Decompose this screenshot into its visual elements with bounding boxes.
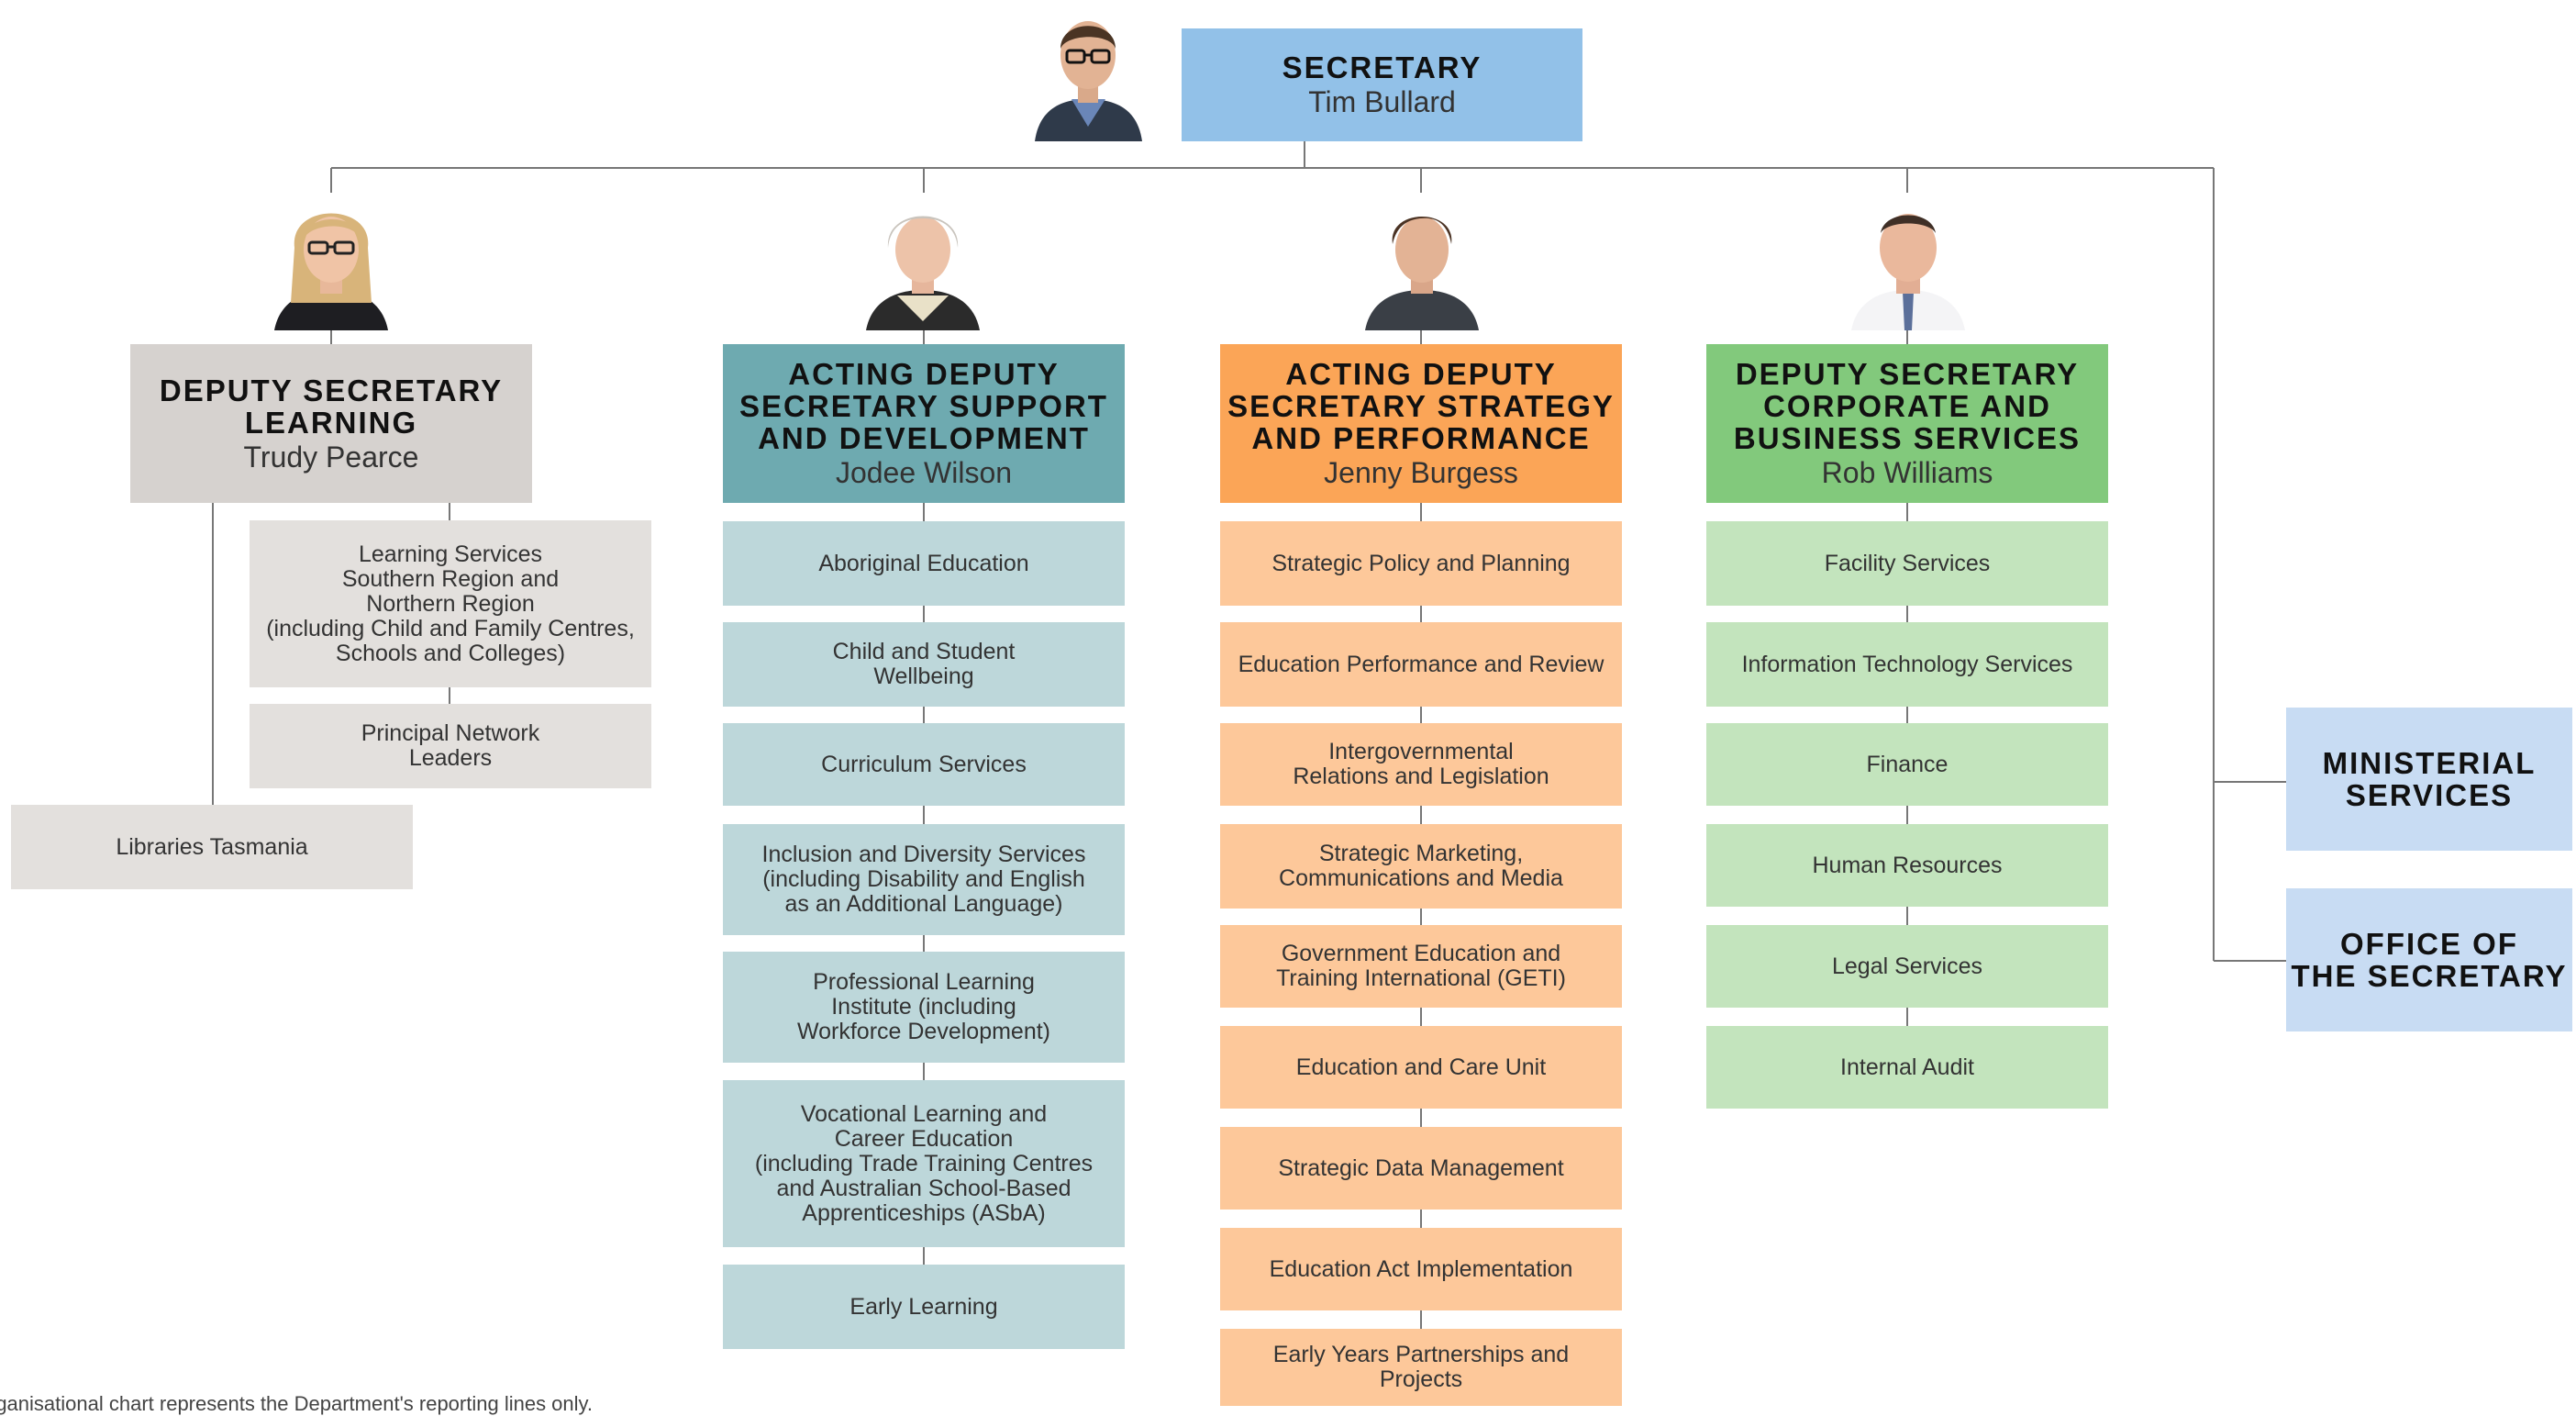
unit-label: Early Learning: [849, 1293, 998, 1320]
support-unit-box: Early Learning: [723, 1265, 1125, 1349]
strategy-unit-box: Education Act Implementation: [1220, 1228, 1622, 1310]
unit-label: Aboriginal Education: [818, 550, 1029, 576]
secretary-name: Tim Bullard: [1308, 85, 1456, 118]
unit-label: Facility Services: [1824, 550, 1991, 576]
office-of-the-secretary-box: OFFICE OF THE SECRETARY: [2286, 888, 2572, 1031]
deputy-strategy-photo: [1360, 193, 1484, 330]
unit-label: Education Act Implementation: [1269, 1255, 1573, 1282]
strategy-unit-box: Education Performance and Review: [1220, 622, 1622, 707]
unit-label: Information Technology Services: [1741, 651, 2073, 677]
strategy-unit-box: Intergovernmental Relations and Legislat…: [1220, 723, 1622, 806]
unit-label: Libraries Tasmania: [116, 833, 308, 860]
unit-label: Education Performance and Review: [1238, 651, 1604, 677]
strategy-unit-box: Early Years Partnerships and Projects: [1220, 1329, 1622, 1406]
unit-label: Inclusion and Diversity Services (includ…: [761, 842, 1086, 917]
unit-label: Internal Audit: [1840, 1054, 1974, 1080]
unit-label: Human Resources: [1812, 852, 2003, 878]
strategy-unit-box: Government Education and Training Intern…: [1220, 925, 1622, 1008]
secretary-photo: [1030, 7, 1147, 141]
strategy-unit-box: Education and Care Unit: [1220, 1026, 1622, 1109]
unit-label: Finance: [1866, 751, 1949, 777]
corporate-unit-box: Legal Services: [1706, 925, 2108, 1008]
unit-label: Learning Services Southern Region and No…: [266, 541, 635, 666]
strategy-unit-box: Strategic Data Management: [1220, 1127, 1622, 1210]
unit-label: Education and Care Unit: [1295, 1054, 1547, 1080]
corporate-unit-box: Information Technology Services: [1706, 622, 2108, 707]
division-title: DEPUTY SECRETARY LEARNING: [159, 373, 504, 440]
unit-label: Intergovernmental Relations and Legislat…: [1293, 739, 1549, 789]
division-title: ACTING DEPUTY SECRETARY SUPPORT AND DEVE…: [739, 357, 1108, 455]
support-unit-box: Child and Student Wellbeing: [723, 622, 1125, 707]
unit-label: Government Education and Training Intern…: [1276, 941, 1566, 991]
learning-unit-box: Learning Services Southern Region and No…: [250, 520, 651, 687]
division-title: DEPUTY SECRETARY CORPORATE AND BUSINESS …: [1733, 357, 2082, 455]
unit-label: Curriculum Services: [821, 751, 1027, 777]
division-head-learning: DEPUTY SECRETARY LEARNING Trudy Pearce: [130, 344, 532, 503]
unit-label: Early Years Partnerships and Projects: [1272, 1342, 1570, 1392]
unit-label: Vocational Learning and Career Education…: [754, 1100, 1094, 1226]
unit-label: Principal Network Leaders: [361, 720, 540, 771]
support-unit-box: Professional Learning Institute (includi…: [723, 952, 1125, 1063]
support-unit-box: Inclusion and Diversity Services (includ…: [723, 824, 1125, 935]
learning-unit-box: Principal Network Leaders: [250, 704, 651, 788]
secretary-box: SECRETARY Tim Bullard: [1182, 28, 1582, 141]
unit-label: Child and Student Wellbeing: [832, 639, 1016, 689]
corporate-unit-box: Facility Services: [1706, 521, 2108, 606]
deputy-support-photo: [861, 193, 985, 330]
strategy-unit-box: Strategic Policy and Planning: [1220, 521, 1622, 606]
division-head-name: Trudy Pearce: [243, 440, 419, 474]
strategy-unit-box: Strategic Marketing, Communications and …: [1220, 824, 1622, 909]
corporate-unit-box: Internal Audit: [1706, 1026, 2108, 1109]
support-unit-box: Vocational Learning and Career Education…: [723, 1080, 1125, 1247]
support-unit-box: Curriculum Services: [723, 723, 1125, 806]
corporate-unit-box: Finance: [1706, 723, 2108, 806]
corporate-unit-box: Human Resources: [1706, 824, 2108, 907]
division-title: ACTING DEPUTY SECRETARY STRATEGY AND PER…: [1227, 357, 1615, 455]
deputy-learning-photo: [269, 193, 394, 330]
secretary-title: SECRETARY: [1282, 50, 1482, 84]
division-head-support: ACTING DEPUTY SECRETARY SUPPORT AND DEVE…: [723, 344, 1125, 503]
unit-label: Strategic Policy and Planning: [1271, 550, 1571, 576]
unit-label: Professional Learning Institute (includi…: [796, 969, 1051, 1044]
support-unit-box: Aboriginal Education: [723, 521, 1125, 606]
side-unit-title: MINISTERIAL SERVICES: [2322, 746, 2537, 812]
unit-label: Legal Services: [1832, 953, 1982, 979]
division-head-strategy: ACTING DEPUTY SECRETARY STRATEGY AND PER…: [1220, 344, 1622, 503]
unit-label: Strategic Marketing, Communications and …: [1279, 841, 1563, 891]
division-head-name: Rob Williams: [1821, 456, 1993, 489]
deputy-corporate-photo: [1846, 193, 1971, 330]
learning-unit-box: Libraries Tasmania: [11, 805, 413, 889]
division-head-name: Jodee Wilson: [835, 456, 1013, 489]
footnote: rganisational chart represents the Depar…: [0, 1392, 594, 1415]
division-head-name: Jenny Burgess: [1324, 456, 1518, 489]
division-head-corporate: DEPUTY SECRETARY CORPORATE AND BUSINESS …: [1706, 344, 2108, 503]
ministerial-services-box: MINISTERIAL SERVICES: [2286, 708, 2572, 851]
unit-label: Strategic Data Management: [1278, 1154, 1564, 1181]
side-unit-title: OFFICE OF THE SECRETARY: [2291, 927, 2568, 993]
